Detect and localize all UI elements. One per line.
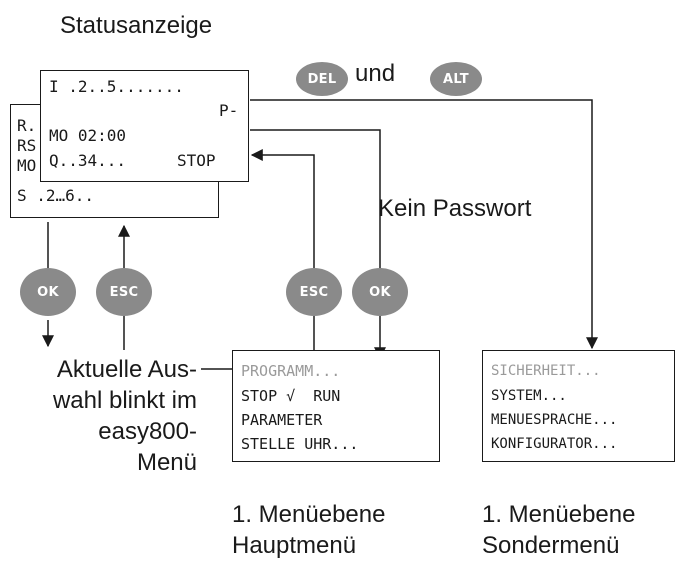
note-line-2: wahl blinkt im: [52, 387, 197, 414]
special-menu-item-konfigurator[interactable]: KONFIGURATOR...: [491, 436, 618, 452]
del-button[interactable]: DEL: [296, 62, 348, 96]
special-menu-item-sicherheit[interactable]: SICHERHEIT...: [491, 363, 601, 379]
special-menu-display: SICHERHEIT... SYSTEM... MENUESPRACHE... …: [482, 350, 675, 462]
status-mode: STOP: [177, 151, 216, 170]
status-back-line-1: R.: [17, 116, 37, 135]
status-p-flag: P-: [219, 101, 239, 120]
ok-button-left[interactable]: OK: [20, 268, 76, 316]
alt-button[interactable]: ALT: [430, 62, 482, 96]
status-back-line-3: MO: [17, 156, 37, 175]
note-text: Aktuelle Aus- wahl blinkt im easy800- Me…: [53, 354, 197, 478]
status-back-line-2: RS: [17, 136, 37, 155]
main-menu-item-programm[interactable]: PROGRAMM...: [241, 362, 341, 380]
special-menu-item-system[interactable]: SYSTEM...: [491, 388, 567, 404]
special-menu-caption-1: 1. Menüebene: [482, 501, 636, 528]
main-menu-display: PROGRAMM... STOP √ RUN PARAMETER STELLE …: [232, 350, 440, 462]
und-label: und: [355, 60, 396, 87]
main-menu-item-stelle-uhr[interactable]: STELLE UHR...: [241, 435, 359, 453]
status-clock-line: MO 02:00: [49, 126, 127, 145]
ok-button-mid[interactable]: OK: [352, 268, 408, 316]
special-menu-item-menuesprache[interactable]: MENUESPRACHE...: [491, 412, 618, 428]
line-status-to-ok-mid: [250, 129, 381, 268]
no-password-label: Kein Passwort: [378, 195, 532, 222]
note-line-3: easy800-: [98, 418, 197, 445]
line-esc-mid-up: [250, 149, 315, 268]
note-line-4: Menü: [136, 449, 197, 476]
diagram-title: Statusanzeige: [60, 12, 213, 39]
line-to-special-menu: [250, 99, 598, 350]
status-display-front: I .2..5....... P- MO 02:00 Q..34... STOP: [40, 70, 249, 182]
main-menu-item-stop-run[interactable]: STOP √ RUN: [241, 387, 341, 405]
status-outputs-line: Q..34...: [49, 151, 127, 170]
esc-button-left[interactable]: ESC: [96, 268, 152, 316]
main-menu-item-parameter[interactable]: PARAMETER: [241, 411, 323, 429]
status-inputs-line: I .2..5.......: [49, 77, 184, 96]
main-menu-caption-1: 1. Menüebene: [232, 501, 386, 528]
special-menu-caption-2: Sondermenü: [482, 532, 620, 559]
main-menu-caption-2: Hauptmenü: [232, 532, 357, 559]
status-back-line-4: S .2…6..: [17, 186, 95, 205]
esc-button-mid[interactable]: ESC: [286, 268, 342, 316]
note-line-1: Aktuelle Aus-: [56, 356, 197, 383]
